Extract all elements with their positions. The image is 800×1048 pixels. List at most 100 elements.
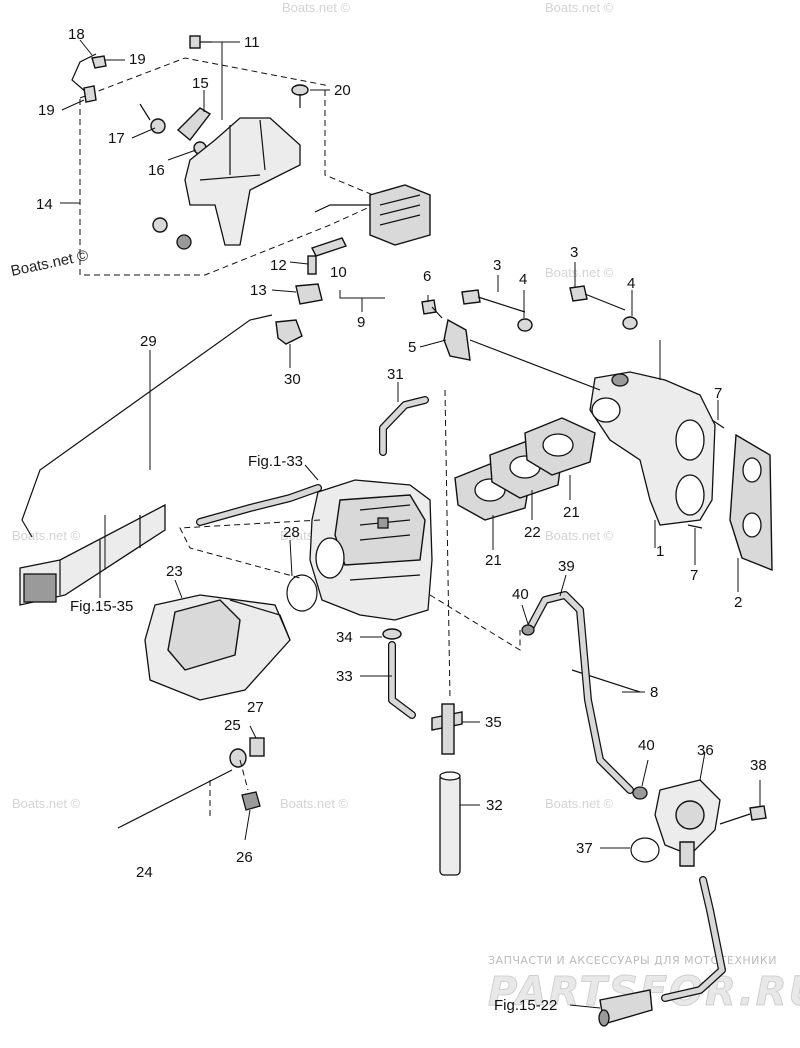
callout-34: 34	[336, 629, 353, 646]
callout-13: 13	[250, 282, 267, 299]
callout-14: 14	[36, 196, 53, 213]
watermark-text: Boats.net ©	[545, 265, 614, 280]
pin-12	[307, 255, 317, 275]
callout-35: 35	[485, 714, 502, 731]
fuel-connector-end	[598, 1009, 610, 1027]
callout-24: 24	[136, 864, 153, 881]
silencer-23-rim	[229, 599, 291, 641]
callout-28: 28	[283, 524, 300, 541]
bolt-11	[189, 35, 201, 49]
brand-tagline: ЗАПЧАСТИ И АКСЕССУАРЫ ДЛЯ МОТОТЕХНИКИ	[488, 954, 777, 967]
callout-38: 38	[750, 757, 767, 774]
bolt-38-shank	[719, 813, 751, 825]
callout-22: 22	[524, 524, 541, 541]
manifold-boss	[611, 373, 629, 387]
callout-4: 4	[627, 275, 635, 292]
callout-19: 19	[38, 102, 55, 119]
carburetor-bore	[315, 537, 345, 579]
manifold-port	[591, 397, 621, 423]
callout-7: 7	[690, 567, 698, 584]
callout-37: 37	[576, 840, 593, 857]
intake-duct-mouth	[23, 573, 57, 603]
callout-39: 39	[558, 558, 575, 575]
bracket-5	[443, 318, 471, 361]
callout-23: 23	[166, 563, 183, 580]
stud-7-upper	[711, 419, 725, 429]
leader-lines	[60, 39, 761, 1009]
assembly-line	[209, 759, 249, 820]
bolt-6-head	[421, 299, 437, 315]
o-ring-28	[286, 574, 318, 612]
nut-14	[176, 234, 192, 250]
stud-7-lower	[687, 524, 703, 529]
washer-4	[517, 318, 533, 332]
clamp-40-upper	[521, 624, 535, 636]
watermark-text: Boats.net ©	[545, 796, 614, 811]
callout-33: 33	[336, 668, 353, 685]
clamp-40-lower	[632, 786, 648, 800]
callout-6: 6	[423, 268, 431, 285]
throttle-rod-29	[21, 314, 273, 538]
callout-4: 4	[519, 271, 527, 288]
callout-17: 17	[108, 130, 125, 147]
bolt-3b-head	[569, 285, 588, 302]
bolt-3-shank	[477, 296, 526, 313]
sensor-switch-detail	[379, 194, 421, 226]
screw-20	[291, 84, 309, 96]
clip-19-lower	[83, 85, 97, 103]
watermark-main: Boats.net ©	[9, 247, 89, 280]
callout-20: 20	[334, 82, 351, 99]
manifold-port	[675, 474, 705, 516]
clip-18	[71, 53, 97, 93]
callout-26: 26	[236, 849, 253, 866]
callout-5: 5	[408, 339, 416, 356]
bolt-6-shank	[431, 306, 443, 319]
callout-16: 16	[148, 162, 165, 179]
gasket-port	[542, 433, 574, 457]
callout-21: 21	[563, 504, 580, 521]
bolt-38-head	[749, 805, 767, 821]
callout-32: 32	[486, 797, 503, 814]
callout-12: 12	[270, 257, 287, 274]
assembly-line	[429, 594, 521, 651]
callout-29: 29	[140, 333, 157, 350]
callout-10: 10	[330, 264, 347, 281]
callout-labels: 1 2 3 3 4 4 5 6 7 7 8 9 10 11 12 13 14 1…	[36, 26, 767, 1014]
bolt-3b-shank	[584, 293, 626, 311]
link-13	[295, 283, 323, 305]
assembly-line	[179, 519, 321, 579]
callout-40: 40	[638, 737, 655, 754]
figure-ref-1-33: Fig.1-33	[248, 453, 303, 470]
callout-27: 27	[247, 699, 264, 716]
intake-duct-ribs	[59, 515, 141, 595]
washer-14	[152, 217, 168, 233]
watermark-text: Boats.net ©	[12, 528, 81, 543]
rod-clip-30	[275, 319, 303, 345]
washer-25	[229, 748, 247, 768]
tee-fitting-35-stem	[441, 703, 455, 755]
collar-27	[249, 737, 265, 757]
callout-3: 3	[493, 257, 501, 274]
sensor-switch	[369, 184, 431, 246]
pin-17	[139, 103, 151, 121]
bracket-14	[184, 117, 301, 246]
callout-19: 19	[129, 51, 146, 68]
figure-ref-15-22: Fig.15-22	[494, 997, 557, 1014]
washer-17	[150, 118, 166, 134]
watermark-text: Boats.net ©	[545, 528, 614, 543]
watermark-text: Boats.net ©	[12, 796, 81, 811]
callout-7: 7	[714, 385, 722, 402]
callout-30: 30	[284, 371, 301, 388]
watermark-text: Boats.net ©	[282, 0, 351, 15]
watermark-text: Boats.net ©	[280, 796, 349, 811]
gasket-2-port	[742, 512, 762, 538]
fuel-pump-outlet	[679, 841, 695, 867]
link-plate-15	[176, 107, 212, 142]
clip-19-upper	[91, 55, 107, 69]
callout-36: 36	[697, 742, 714, 759]
figure-ref-15-35: Fig.15-35	[70, 598, 133, 615]
fuel-pump-diaphragm	[675, 800, 705, 830]
carburetor-body	[334, 494, 426, 566]
